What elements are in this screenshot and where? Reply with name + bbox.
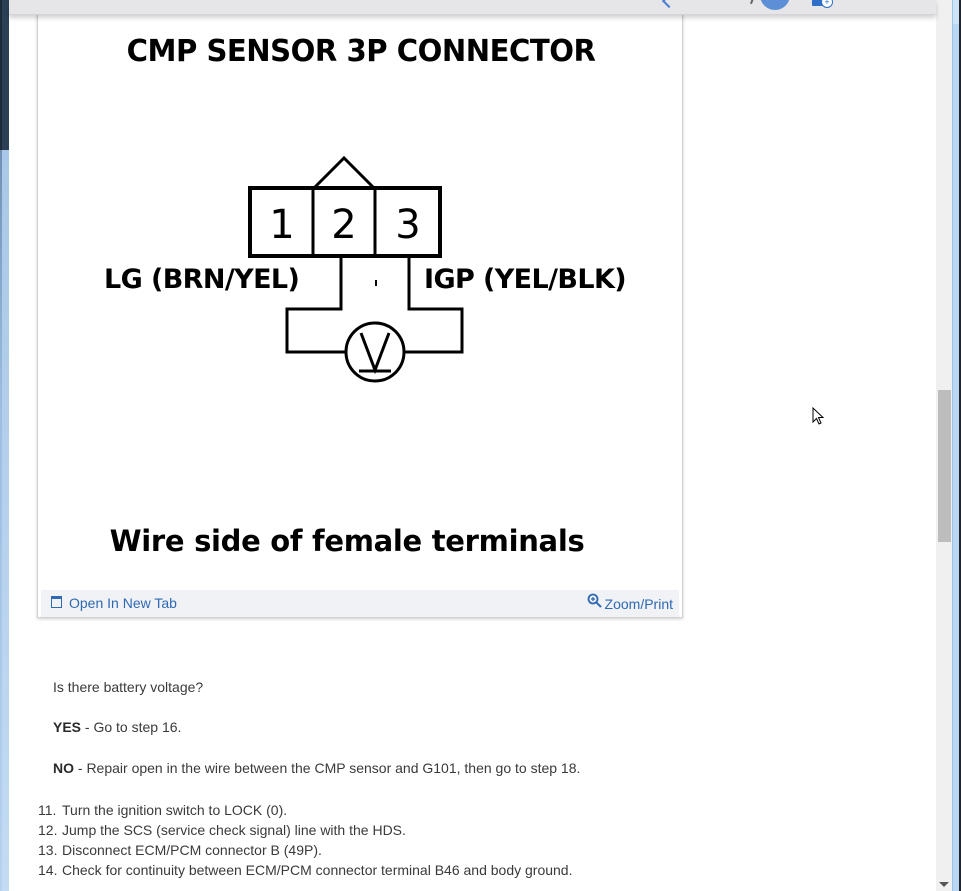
step-item: 12.Jump the SCS (service check signal) l… — [38, 820, 573, 840]
new-tab-icon — [51, 596, 62, 608]
step-item: 11. Turn the ignition switch to LOCK (0). — [38, 800, 573, 820]
wire-label-lg: LG (BRN/YEL) — [104, 264, 300, 295]
question-text: Is there battery voltage? — [53, 679, 204, 695]
diagram-title: CMP SENSOR 3P CONNECTOR — [126, 34, 596, 69]
figure-card: CMP SENSOR 3P CONNECTOR 1 2 3 LG (BRN/YE… — [37, 0, 683, 618]
step-text: Turn the ignition switch to LOCK (0). — [62, 802, 288, 818]
wire-label-igp: IGP (YEL/BLK) — [424, 264, 627, 295]
terminal-3: 3 — [395, 202, 420, 248]
terminal-1: 1 — [269, 202, 294, 248]
scrollbar-thumb[interactable] — [938, 390, 951, 542]
step-number: 12. — [38, 822, 58, 838]
zoom-print-link[interactable]: Zoom/Print — [587, 593, 673, 612]
window-left-edge — [0, 0, 9, 891]
back-arrow-icon[interactable] — [661, 0, 677, 9]
vertical-scrollbar[interactable] — [936, 0, 953, 891]
connector-schematic: 1 2 3 — [248, 155, 464, 383]
user-avatar-icon[interactable] — [760, 0, 790, 10]
figure-footer: Open In New Tab Zoom/Print — [41, 590, 679, 617]
separator-icon — [750, 0, 754, 5]
step-text: Check for continuity between ECM/PCM con… — [62, 862, 573, 878]
procedure-steps: 11. Turn the ignition switch to LOCK (0).… — [38, 800, 573, 880]
no-text: - Repair open in the wire between the CM… — [74, 760, 581, 776]
step-item: 14.Check for continuity between ECM/PCM … — [38, 860, 573, 880]
window-right-edge — [952, 0, 961, 891]
top-toolbar — [9, 0, 936, 15]
zoom-in-icon — [587, 593, 602, 608]
step-number: 13. — [38, 842, 58, 858]
no-answer: NO - Repair open in the wire between the… — [53, 760, 580, 777]
open-in-new-tab-label: Open In New Tab — [69, 595, 177, 611]
step-number: 14. — [38, 862, 58, 878]
add-to-folder-icon[interactable] — [812, 0, 833, 8]
open-in-new-tab-link[interactable]: Open In New Tab — [51, 595, 177, 611]
step-text: Disconnect ECM/PCM connector B (49P). — [62, 842, 322, 858]
scroll-down-arrow-icon[interactable] — [939, 882, 949, 887]
mouse-cursor-icon — [812, 407, 825, 425]
zoom-print-label: Zoom/Print — [604, 596, 673, 612]
terminal-2: 2 — [331, 202, 356, 248]
step-number: 11. — [38, 802, 57, 818]
no-label: NO — [53, 760, 74, 776]
diagram-caption: Wire side of female terminals — [109, 524, 585, 558]
yes-answer: YES - Go to step 16. — [53, 719, 181, 736]
yes-label: YES — [53, 719, 82, 735]
yes-text: - Go to step 16. — [81, 719, 182, 735]
connector-diagram-image: CMP SENSOR 3P CONNECTOR 1 2 3 LG (BRN/YE… — [41, 0, 679, 590]
step-item: 13.Disconnect ECM/PCM connector B (49P). — [38, 840, 573, 860]
step-text: Jump the SCS (service check signal) line… — [62, 822, 406, 838]
